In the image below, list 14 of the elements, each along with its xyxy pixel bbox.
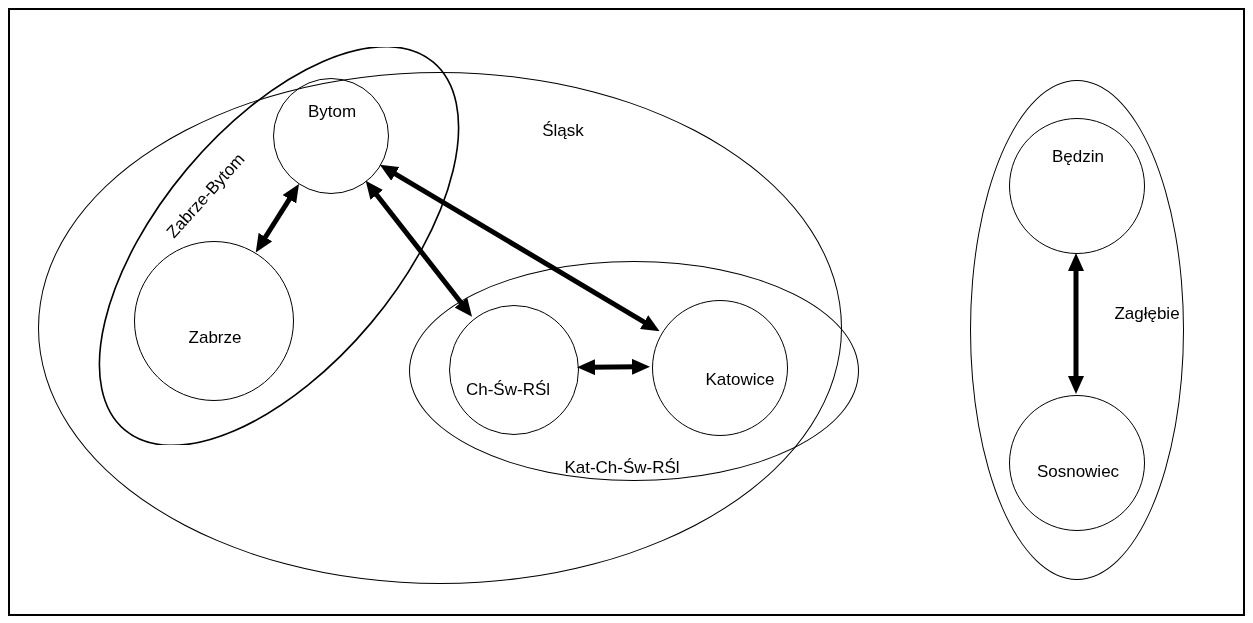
double-arrow — [577, 358, 650, 376]
double-arrow — [379, 164, 660, 332]
double-arrow — [365, 180, 472, 317]
city-label: Zabrze — [188, 328, 242, 348]
double-arrow — [255, 184, 299, 253]
region-label: Zagłębie — [1114, 304, 1180, 324]
double-arrow — [1068, 253, 1084, 394]
city-label: Będzin — [1052, 147, 1104, 167]
city-label: Bytom — [307, 102, 357, 122]
region-label: Śląsk — [542, 121, 584, 141]
city-label: Sosnowiec — [1036, 462, 1120, 482]
city-label: Katowice — [705, 370, 775, 390]
region-label: Kat-Ch-Św-RŚl — [564, 458, 680, 478]
city-label: Ch-Św-RŚl — [465, 380, 551, 400]
